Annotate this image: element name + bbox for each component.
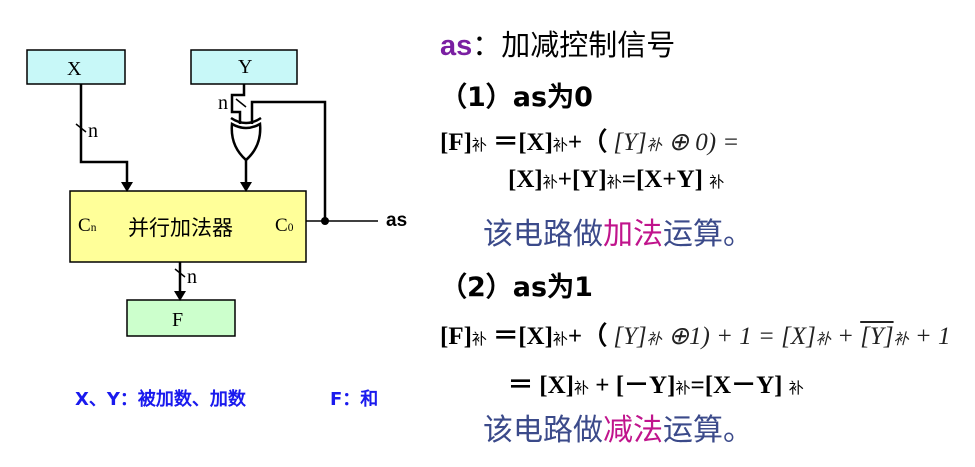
as-signal-label: as — [386, 210, 408, 231]
xor-gate — [230, 116, 262, 162]
sentence-subtraction: 该电路做减法运算。 — [483, 413, 753, 448]
y-box-label: Y — [238, 56, 253, 78]
x-bus-arrowhead — [121, 182, 133, 192]
cn-label: Cn — [78, 215, 97, 236]
as-description: ：加减控制信号 — [472, 28, 676, 62]
f-output-box — [126, 299, 236, 337]
y-bus-wire — [230, 84, 246, 124]
f-bus-width-label: n — [187, 266, 197, 288]
equation1-line2: [X]补+[Y]补=[X+Y] 补 — [508, 166, 725, 193]
case2-heading: （2）as为1 — [440, 272, 593, 303]
caption-xy: X、Y：被加数、加数 — [75, 389, 246, 410]
caption-f: F：和 — [330, 389, 379, 410]
equation1-line1: [F]补 ＝[X]补+（ [Y]补 ⊕ 0) = — [440, 129, 740, 156]
overlined-y: [Y] — [860, 323, 894, 350]
equation2-line2: ＝ [X]补 + [－Y]补=[X－Y] 补 — [508, 372, 804, 399]
c0-label: C0 — [275, 215, 294, 236]
y-input-box — [190, 49, 298, 85]
equation2-line1: [F]补 ＝[X]补+（ [Y]补 ⊕1) + 1 = [X]补 + [Y]补 … — [440, 323, 951, 350]
parallel-adder-label: 并行加法器 — [128, 216, 233, 240]
f-bus-arrowhead — [174, 291, 186, 301]
y-bus-width-label: n — [218, 92, 228, 114]
case1-heading: （1）as为0 — [440, 82, 593, 113]
subtraction-keyword: 减法 — [603, 413, 663, 448]
as-definition: as：加减控制信号 — [440, 22, 675, 64]
x-bus-slash — [75, 123, 87, 133]
x-box-label: X — [67, 58, 82, 80]
x-input-box — [26, 49, 126, 85]
x-bus-wire — [79, 84, 129, 185]
junction-dot — [321, 217, 329, 225]
f-box-label: F — [172, 309, 184, 331]
xor-output-arrowhead — [240, 182, 252, 192]
as-title: as — [440, 30, 473, 62]
addition-keyword: 加法 — [603, 217, 663, 252]
sentence-addition: 该电路做加法运算。 — [483, 217, 753, 252]
parallel-adder-box — [69, 190, 307, 263]
f-bus-slash — [174, 268, 186, 278]
x-bus-width-label: n — [88, 120, 98, 142]
as-control-wire — [250, 100, 327, 221]
y-bus-slash — [235, 98, 247, 108]
